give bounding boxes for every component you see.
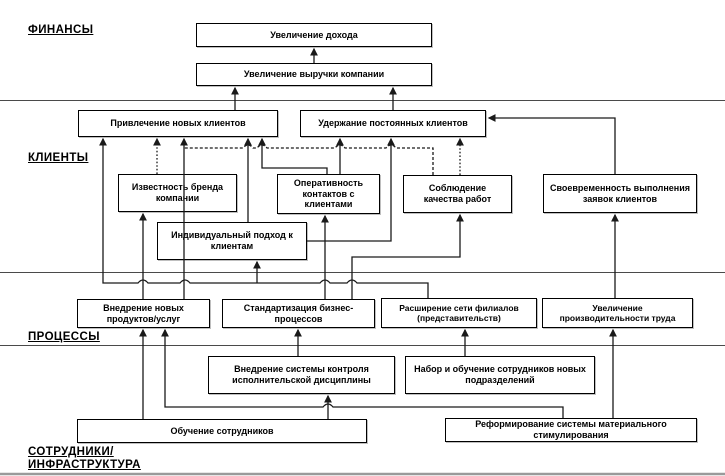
node-standardization: Стандартизация бизнес-процессов [222, 299, 375, 328]
node-attract-clients: Привлечение новых клиентов [78, 110, 278, 137]
edge-timeliness-retain [487, 114, 616, 174]
node-revenue: Увеличение выручки компании [196, 63, 432, 86]
edge-standardization-quality [351, 213, 464, 299]
node-branch-expansion: Расширение сети филиалов (представительс… [381, 298, 537, 328]
node-contact-promptness: Оперативность контактов с клиентами [277, 174, 380, 214]
section-label-staff-line2: ИНФРАСТРУКТУРА [28, 459, 141, 471]
node-incentive-reform: Реформирование системы материального сти… [445, 418, 697, 442]
node-work-quality: Соблюдение качества работ [403, 175, 512, 213]
node-labor-productivity: Увеличение производительности труда [542, 298, 693, 328]
node-new-products: Внедрение новых продуктов/услуг [77, 299, 210, 328]
edge-quality-attract [184, 144, 434, 175]
node-staff-training: Обучение сотрудников [77, 419, 367, 443]
node-brand-awareness: Известность бренда компании [118, 174, 237, 212]
edge-expansion-attract [99, 137, 429, 298]
section-label-staff-line1: СОТРУДНИКИ/ [28, 446, 114, 458]
node-individual-approach: Индивидуальный подход к клиентам [157, 222, 307, 260]
node-income: Увеличение дохода [196, 23, 432, 47]
node-staff-recruitment: Набор и обучение сотрудников новых подра… [405, 356, 595, 394]
section-label-clients: КЛИЕНТЫ [28, 152, 89, 164]
edge-promptness-attract [258, 137, 328, 174]
section-label-processes: ПРОЦЕССЫ [28, 331, 100, 343]
section-label-finance: ФИНАНСЫ [28, 24, 94, 36]
node-retain-clients: Удержание постоянных клиентов [300, 110, 486, 137]
node-discipline-control: Внедрение системы контроля исполнительск… [208, 356, 395, 394]
node-request-timeliness: Своевременность выполнения заявок клиент… [543, 174, 697, 213]
